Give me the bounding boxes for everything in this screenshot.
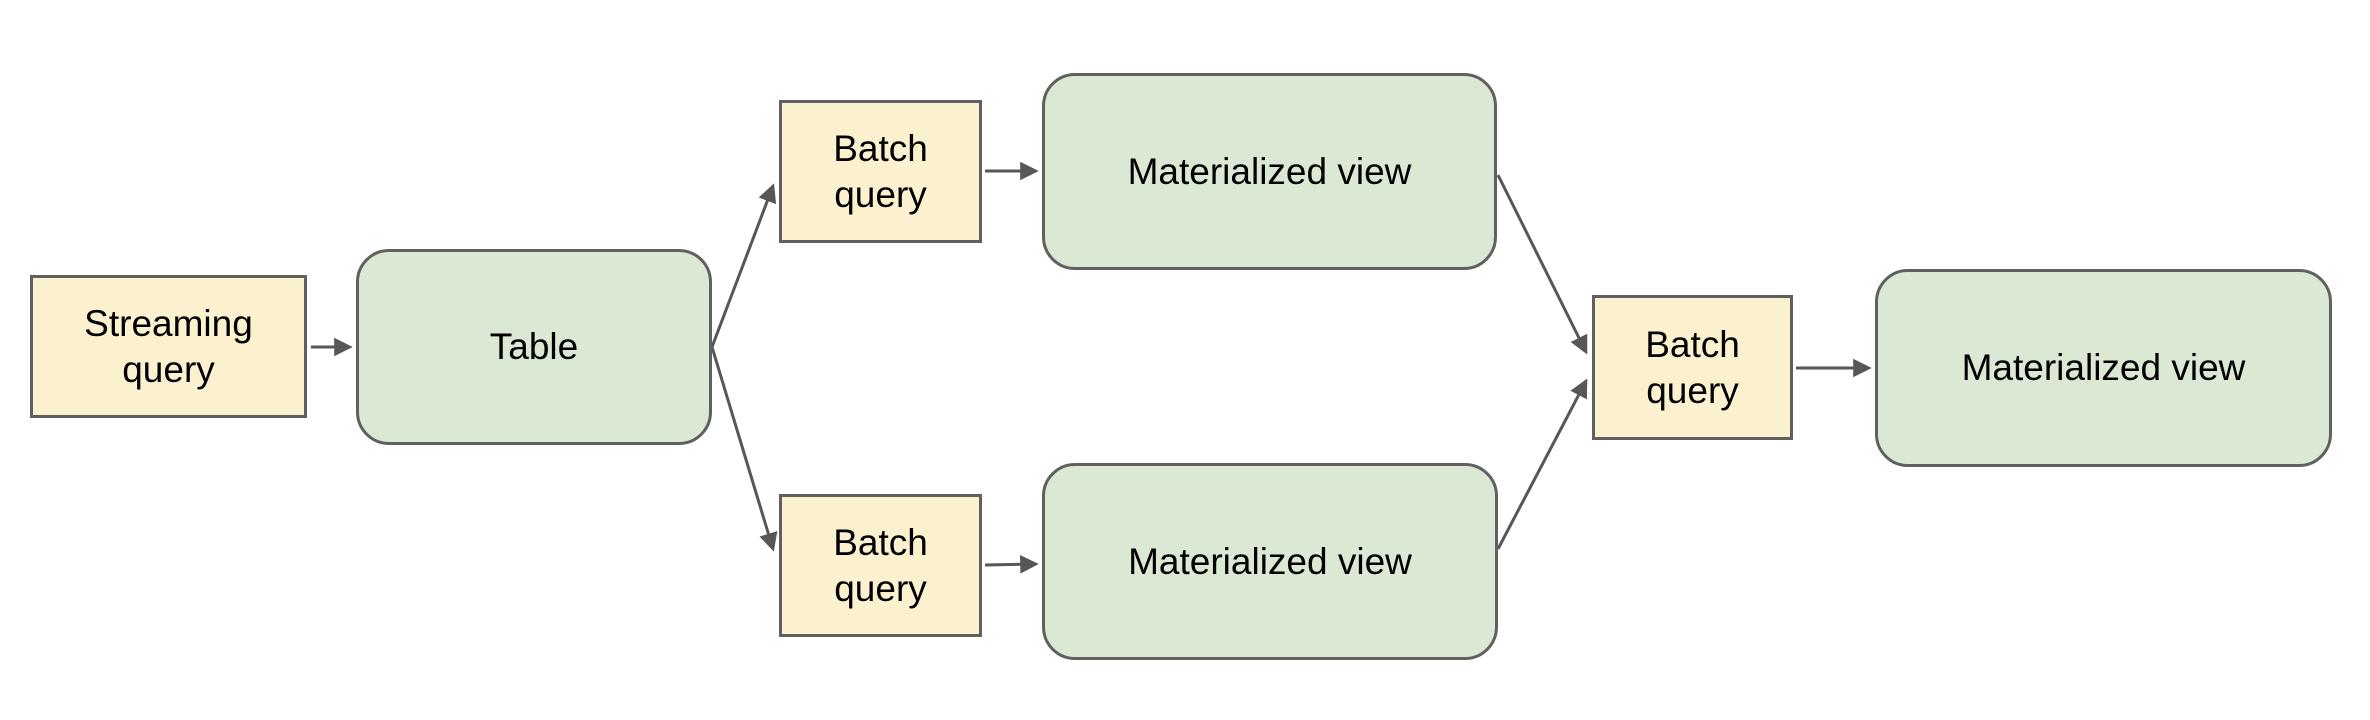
node-label: Batch query bbox=[833, 128, 928, 215]
node-materialized-view-bottom: Materialized view bbox=[1042, 463, 1498, 660]
edge-materialized-view-bottom-to-batch-query-right bbox=[1496, 378, 1588, 550]
edge-table-to-batch-query-top bbox=[710, 183, 777, 348]
node-streaming-query: Streaming query bbox=[30, 275, 307, 418]
node-label: Materialized view bbox=[1127, 150, 1412, 192]
edge-table-to-batch-query-bottom bbox=[710, 346, 778, 552]
node-label: Materialized view bbox=[1128, 540, 1412, 582]
node-label: Batch query bbox=[833, 522, 928, 609]
node-label: Table bbox=[489, 326, 579, 368]
node-label: Batch query bbox=[1645, 324, 1740, 411]
edge-batch-query-bottom-to-materialized-view-bottom bbox=[984, 555, 1039, 574]
edge-materialized-view-top-to-batch-query-right bbox=[1496, 174, 1588, 355]
node-label: Streaming query bbox=[84, 303, 253, 390]
node-materialized-view-top: Materialized view bbox=[1042, 73, 1497, 270]
node-table: Table bbox=[356, 249, 712, 445]
node-batch-query-top: Batch query bbox=[779, 100, 982, 243]
node-batch-query-bottom: Batch query bbox=[779, 494, 982, 637]
node-label: Materialized view bbox=[1961, 347, 2246, 389]
node-materialized-view-final: Materialized view bbox=[1875, 269, 2332, 467]
node-batch-query-right: Batch query bbox=[1592, 295, 1793, 440]
